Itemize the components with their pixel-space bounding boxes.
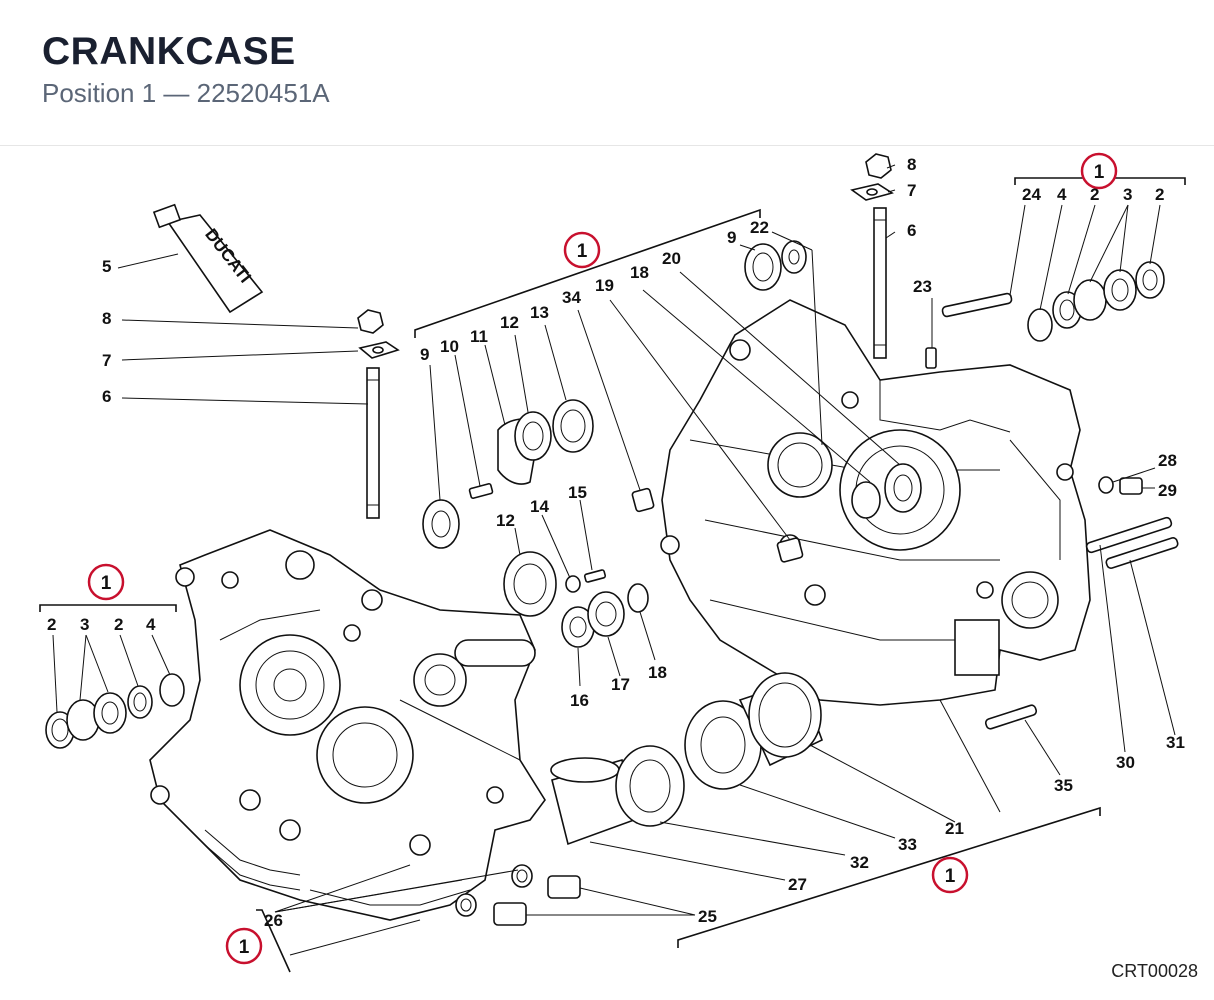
part-label: 32 bbox=[850, 853, 869, 872]
part-label: 24 bbox=[1022, 185, 1041, 204]
callout-bottom-left: 1 bbox=[225, 927, 263, 965]
group-brackets bbox=[39, 177, 1186, 973]
callout-left: 1 bbox=[87, 563, 125, 601]
part-label: 5 bbox=[102, 257, 111, 276]
part-label: 2 bbox=[1090, 185, 1099, 204]
part-label: 9 bbox=[727, 228, 736, 247]
part-label: 12 bbox=[496, 511, 515, 530]
part-label: 14 bbox=[530, 497, 549, 516]
part-label: 27 bbox=[788, 875, 807, 894]
part-label: 28 bbox=[1158, 451, 1177, 470]
page-header: CRANKCASE Position 1 — 22520451A bbox=[0, 0, 1214, 146]
part-label: 4 bbox=[1057, 185, 1067, 204]
part-label: 22 bbox=[750, 218, 769, 237]
part-label: 18 bbox=[648, 663, 667, 682]
part-label: 3 bbox=[1123, 185, 1132, 204]
svg-text:1: 1 bbox=[577, 241, 588, 262]
right-stud-assembly bbox=[850, 153, 894, 359]
callout-top-center: 1 bbox=[563, 231, 601, 269]
drawing-code: CRT00028 bbox=[1111, 961, 1198, 981]
part-label: 23 bbox=[913, 277, 932, 296]
bearing-row-left bbox=[45, 673, 185, 749]
callout-top-right: 1 bbox=[1080, 152, 1118, 190]
part-label: 15 bbox=[568, 483, 587, 502]
callout-circles: 1 1 1 1 1 bbox=[87, 152, 1118, 965]
bearing-row-right bbox=[941, 261, 1165, 342]
part-label: 4 bbox=[146, 615, 156, 634]
page-subtitle: Position 1 — 22520451A bbox=[42, 78, 330, 108]
part-label: 10 bbox=[440, 337, 459, 356]
drain-plugs bbox=[455, 864, 581, 926]
part-label: 34 bbox=[562, 288, 581, 307]
part-label: 2 bbox=[1155, 185, 1164, 204]
part-label: 7 bbox=[102, 351, 111, 370]
part-label: 20 bbox=[662, 249, 681, 268]
part-labels: 5 8 7 6 8 7 6 24 4 2 3 2 9 22 23 9 10 11… bbox=[47, 155, 1185, 930]
callout-bottom-right: 1 bbox=[931, 856, 969, 894]
part-label: 16 bbox=[570, 691, 589, 710]
svg-text:1: 1 bbox=[1094, 162, 1105, 183]
page-title: CRANKCASE bbox=[42, 30, 296, 73]
part-label: 6 bbox=[907, 221, 916, 240]
part-label: 17 bbox=[611, 675, 630, 694]
bottom-bearing-group bbox=[550, 476, 1179, 846]
part-label: 30 bbox=[1116, 753, 1135, 772]
part-label: 31 bbox=[1166, 733, 1185, 752]
part-label: 29 bbox=[1158, 481, 1177, 500]
left-crankcase-half bbox=[149, 529, 546, 921]
svg-text:1: 1 bbox=[101, 573, 112, 594]
part-label: 18 bbox=[630, 263, 649, 282]
part-label: 8 bbox=[102, 309, 111, 328]
part-label: 12 bbox=[500, 313, 519, 332]
part-label: 19 bbox=[595, 276, 614, 295]
sealant-tube: DUCATI bbox=[152, 203, 264, 314]
part-label: 33 bbox=[898, 835, 917, 854]
part-label: 26 bbox=[264, 911, 283, 930]
svg-text:1: 1 bbox=[945, 866, 956, 887]
leader-lines bbox=[52, 164, 1176, 956]
left-stud-assembly bbox=[357, 309, 400, 519]
part-label: 3 bbox=[80, 615, 89, 634]
part-label: 9 bbox=[420, 345, 429, 364]
bearing-group-middle bbox=[503, 551, 649, 648]
part-label: 2 bbox=[47, 615, 56, 634]
part-label: 21 bbox=[945, 819, 964, 838]
part-label: 11 bbox=[470, 327, 488, 346]
part-label: 13 bbox=[530, 303, 549, 322]
part-label: 25 bbox=[698, 907, 717, 926]
bearing-group-top bbox=[422, 240, 937, 563]
part-label: 7 bbox=[907, 181, 916, 200]
svg-text:1: 1 bbox=[239, 937, 250, 958]
part-label: 2 bbox=[114, 615, 123, 634]
part-label: 35 bbox=[1054, 776, 1073, 795]
part-label: 6 bbox=[102, 387, 111, 406]
part-label: 8 bbox=[907, 155, 916, 174]
